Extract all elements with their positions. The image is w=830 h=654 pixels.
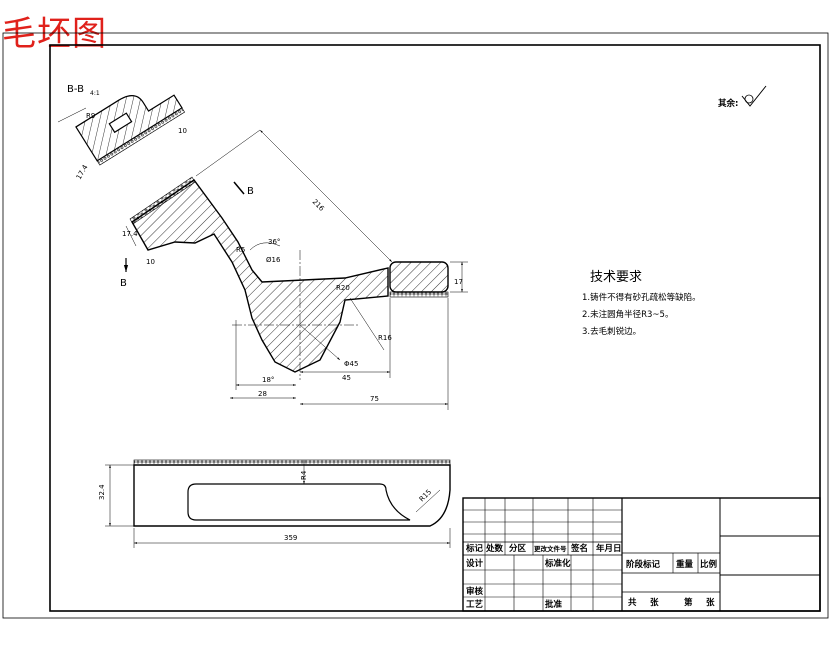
dim-r5: R5 bbox=[236, 246, 245, 254]
dim-section-17: 17.4 bbox=[75, 163, 90, 181]
title-block-text: 标记 处数 分区 更改文件号 签名 年月日 设计 标准化 审核 工艺 批准 阶段… bbox=[465, 543, 718, 610]
tb-fenqu: 分区 bbox=[509, 543, 527, 554]
roughness-circle-icon bbox=[744, 94, 754, 104]
roughness-note: 其余: bbox=[718, 98, 738, 109]
outer-border bbox=[2, 32, 829, 619]
arm-coating bbox=[129, 176, 196, 225]
dim-main-10: 10 bbox=[146, 258, 155, 266]
end-coating bbox=[389, 291, 449, 298]
tech-requirements: 技术要求 1.铸件不得有砂孔疏松等缺陷。 2.未注圆角半径R3~5。 3.去毛刺… bbox=[582, 270, 701, 337]
dim-main-17-4: 17.4 bbox=[122, 230, 138, 238]
end-block bbox=[389, 261, 449, 293]
tb-nianyueri: 年月日 bbox=[596, 543, 622, 554]
tb-pizhun: 批准 bbox=[545, 599, 563, 610]
tech-heading: 技术要求 bbox=[590, 270, 642, 285]
tb-biaoji: 标记 bbox=[465, 543, 484, 554]
tb-zhang-2: 张 bbox=[706, 598, 715, 608]
tb-biaozhunhua: 标准化 bbox=[544, 558, 571, 569]
roughness-icon bbox=[741, 85, 767, 107]
title-block bbox=[462, 497, 821, 612]
tech-item-2: 2.未注圆角半径R3~5。 bbox=[582, 309, 673, 320]
top-view-coating bbox=[133, 459, 451, 466]
tb-genggai: 更改文件号 bbox=[534, 544, 567, 553]
drawing-title: 毛坯图 bbox=[2, 14, 107, 54]
section-label: B-B bbox=[67, 84, 84, 95]
dim-phi45: Φ45 bbox=[344, 360, 358, 368]
main-part-view: B B 216 17.4 10 36° Ø16 R5 17 R20 R16 Φ4… bbox=[120, 129, 468, 410]
cut-label-bottom: B bbox=[120, 278, 127, 289]
dim-top-359: 359 bbox=[284, 534, 297, 542]
dim-top-32: 32.4 bbox=[98, 484, 106, 500]
dim-section-r9: R9 bbox=[86, 112, 95, 120]
top-view-pocket bbox=[187, 483, 411, 521]
tb-zhongliang: 重量 bbox=[676, 559, 694, 570]
dim-28: 28 bbox=[258, 390, 267, 398]
top-view: 32.4 R4 R15 359 bbox=[98, 459, 451, 548]
dim-angle-36: 36° bbox=[268, 238, 280, 246]
tb-shenhe: 审核 bbox=[466, 586, 484, 597]
dim-75: 75 bbox=[370, 395, 379, 403]
dim-17: 17 bbox=[454, 278, 463, 286]
dim-top-r15: R15 bbox=[418, 488, 433, 503]
section-scale: 4:1 bbox=[90, 90, 100, 97]
dim-angle-18: 18° bbox=[262, 376, 274, 384]
tech-item-1: 1.铸件不得有砂孔疏松等缺陷。 bbox=[582, 292, 701, 303]
section-coating bbox=[96, 107, 186, 166]
tb-gong: 共 bbox=[628, 597, 637, 608]
tb-di: 第 bbox=[684, 597, 693, 608]
tb-chushu: 处数 bbox=[485, 543, 504, 554]
tb-qianming: 签名 bbox=[570, 543, 588, 554]
dim-216: 216 bbox=[311, 198, 326, 213]
tb-sheji: 设计 bbox=[466, 558, 484, 569]
dim-r16: R16 bbox=[378, 334, 392, 342]
dim-r20: R20 bbox=[336, 284, 350, 292]
arm-body bbox=[131, 179, 389, 373]
tb-bili: 比例 bbox=[700, 559, 718, 570]
tb-zhang-1: 张 bbox=[650, 598, 659, 608]
section-b-b: B-B 4:1 R9 10 17.4 bbox=[57, 84, 187, 181]
inner-border bbox=[49, 44, 821, 612]
tech-item-3: 3.去毛刺锐边。 bbox=[582, 326, 641, 337]
dim-section-10: 10 bbox=[178, 127, 187, 135]
tb-gongyi: 工艺 bbox=[466, 599, 484, 610]
dim-45: 45 bbox=[342, 374, 351, 382]
dim-phi16: Ø16 bbox=[266, 256, 281, 264]
cut-label-top: B bbox=[247, 186, 254, 197]
section-profile bbox=[75, 94, 183, 162]
tb-jieduan: 阶段标记 bbox=[626, 559, 661, 570]
dim-top-r4: R4 bbox=[300, 470, 308, 480]
top-view-outline bbox=[133, 464, 451, 527]
